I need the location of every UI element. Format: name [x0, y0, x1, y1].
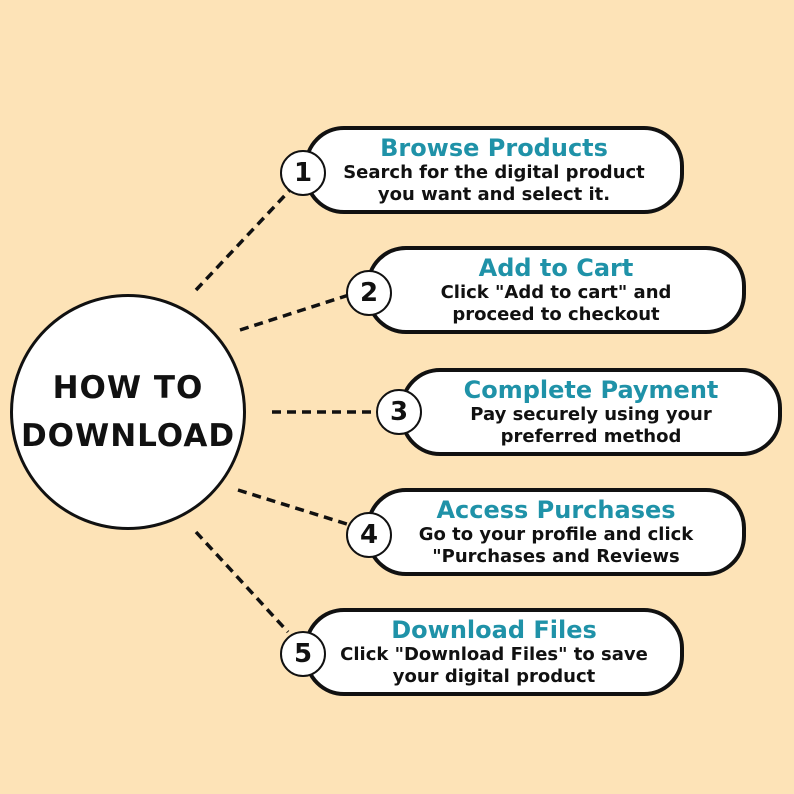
step-title: Add to Cart — [478, 254, 634, 282]
step-title: Complete Payment — [463, 376, 719, 404]
step-description-line-1: Click "Download Files" to save — [340, 644, 648, 665]
step-description-line-1: Click "Add to cart" and — [440, 282, 672, 303]
step-title: Access Purchases — [436, 496, 676, 524]
step-description-line-2: you want and select it. — [377, 184, 611, 205]
hub-title-line-1: HOW TO — [52, 370, 204, 406]
step-card-add-to-cart: Add to Cart Click "Add to cart" and proc… — [366, 246, 746, 334]
step-title: Download Files — [391, 616, 597, 644]
step-number-badge-3: 3 — [376, 389, 422, 435]
step-card-download-files: Download Files Click "Download Files" to… — [304, 608, 684, 696]
connector-line-2 — [239, 292, 353, 332]
step-card-access-purchases: Access Purchases Go to your profile and … — [366, 488, 746, 576]
step-description-line-2: "Purchases and Reviews — [432, 546, 680, 567]
connector-line-1 — [194, 188, 292, 292]
hub-title-line-2: DOWNLOAD — [20, 418, 236, 454]
step-card-complete-payment: Complete Payment Pay securely using your… — [400, 368, 782, 456]
connector-line-4 — [237, 488, 351, 527]
how-to-download-hub: HOW TO DOWNLOAD — [10, 294, 246, 530]
step-description-line-1: Search for the digital product — [343, 162, 645, 183]
step-description-line-2: preferred method — [500, 426, 682, 447]
step-number-badge-1: 1 — [280, 150, 326, 196]
step-card-browse-products: Browse Products Search for the digital p… — [304, 126, 684, 214]
step-title: Browse Products — [380, 134, 608, 162]
step-number-badge-2: 2 — [346, 270, 392, 316]
step-description-line-2: proceed to checkout — [452, 304, 660, 325]
step-description-line-2: your digital product — [392, 666, 596, 687]
step-description-line-1: Go to your profile and click — [418, 524, 694, 545]
step-number-badge-4: 4 — [346, 512, 392, 558]
connector-line-5 — [194, 530, 290, 634]
step-number-badge-5: 5 — [280, 631, 326, 677]
step-description-line-1: Pay securely using your — [470, 404, 712, 425]
